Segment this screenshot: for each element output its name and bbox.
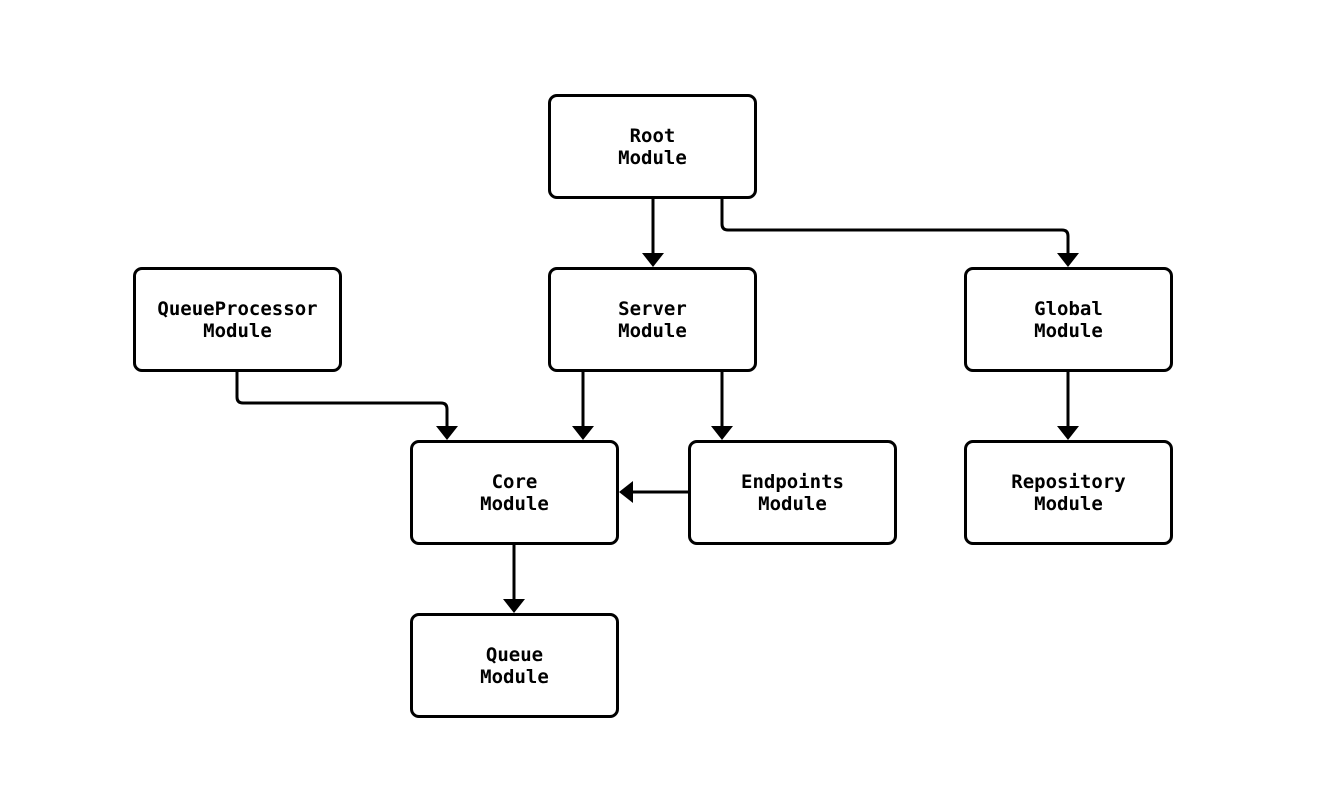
- arrowhead-server-to-endpoints: [711, 426, 733, 440]
- arrowhead-endpoints-to-core: [619, 481, 633, 503]
- arrowhead-global-to-repository: [1057, 426, 1079, 440]
- node-root-module-label: Root Module: [618, 124, 687, 169]
- node-repository-module: Repository Module: [964, 440, 1173, 545]
- node-server-module-label: Server Module: [618, 297, 687, 342]
- arrowhead-root-to-global: [1057, 253, 1079, 267]
- edge-root-to-global: [720, 199, 1070, 255]
- node-queueprocessor-module-label: QueueProcessor Module: [157, 297, 318, 342]
- edge-queueprocessor-to-core: [235, 372, 449, 428]
- node-global-module-label: Global Module: [1034, 297, 1103, 342]
- arrowhead-server-to-core: [572, 426, 594, 440]
- node-core-module-label: Core Module: [480, 470, 549, 515]
- node-queue-module: Queue Module: [410, 613, 619, 718]
- node-endpoints-module: Endpoints Module: [688, 440, 897, 545]
- node-root-module: Root Module: [548, 94, 757, 199]
- node-endpoints-module-label: Endpoints Module: [741, 470, 844, 515]
- node-core-module: Core Module: [410, 440, 619, 545]
- node-server-module: Server Module: [548, 267, 757, 372]
- arrowhead-core-to-queue: [503, 599, 525, 613]
- arrowhead-queueprocessor-to-core: [436, 426, 458, 440]
- node-queueprocessor-module: QueueProcessor Module: [133, 267, 342, 372]
- node-queue-module-label: Queue Module: [480, 643, 549, 688]
- node-global-module: Global Module: [964, 267, 1173, 372]
- arrowhead-root-to-server: [642, 253, 664, 267]
- node-repository-module-label: Repository Module: [1011, 470, 1126, 515]
